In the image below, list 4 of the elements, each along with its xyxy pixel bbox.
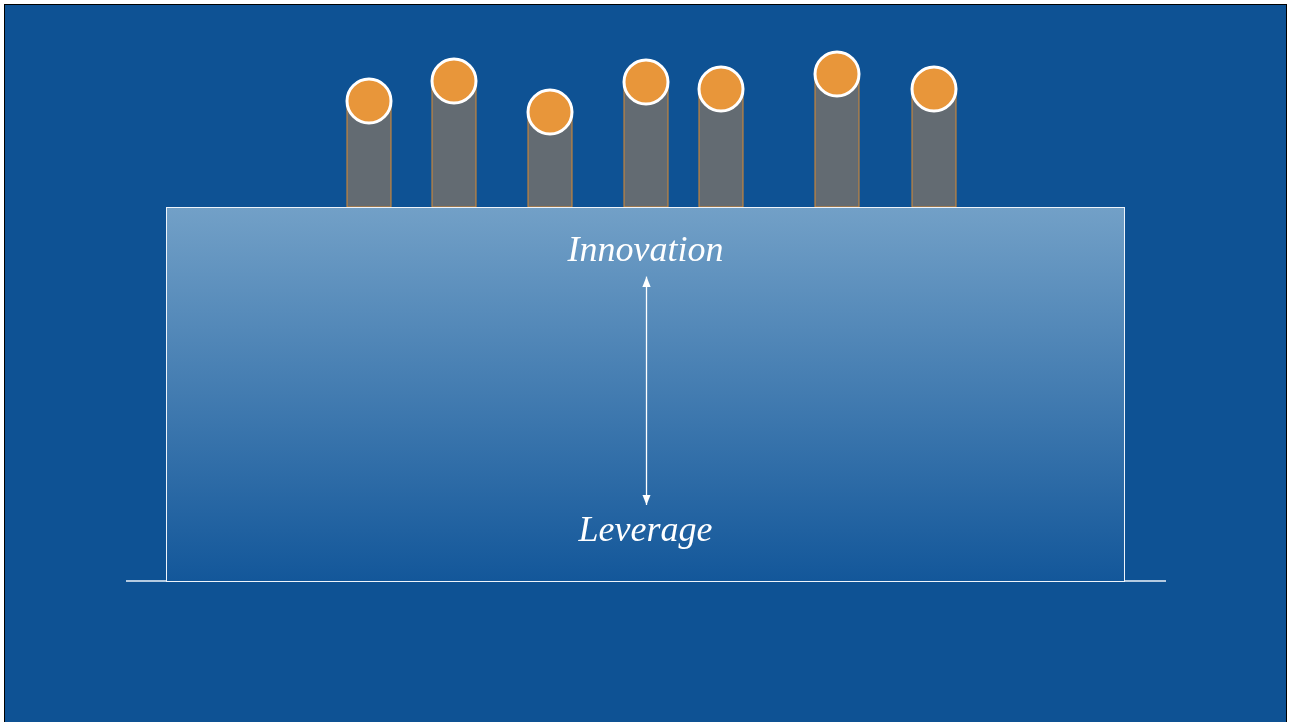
heading-text: Leverage	[578, 510, 713, 550]
double-arrow	[642, 275, 651, 506]
heading-text: Innovation	[567, 230, 724, 270]
panel	[166, 207, 1125, 582]
